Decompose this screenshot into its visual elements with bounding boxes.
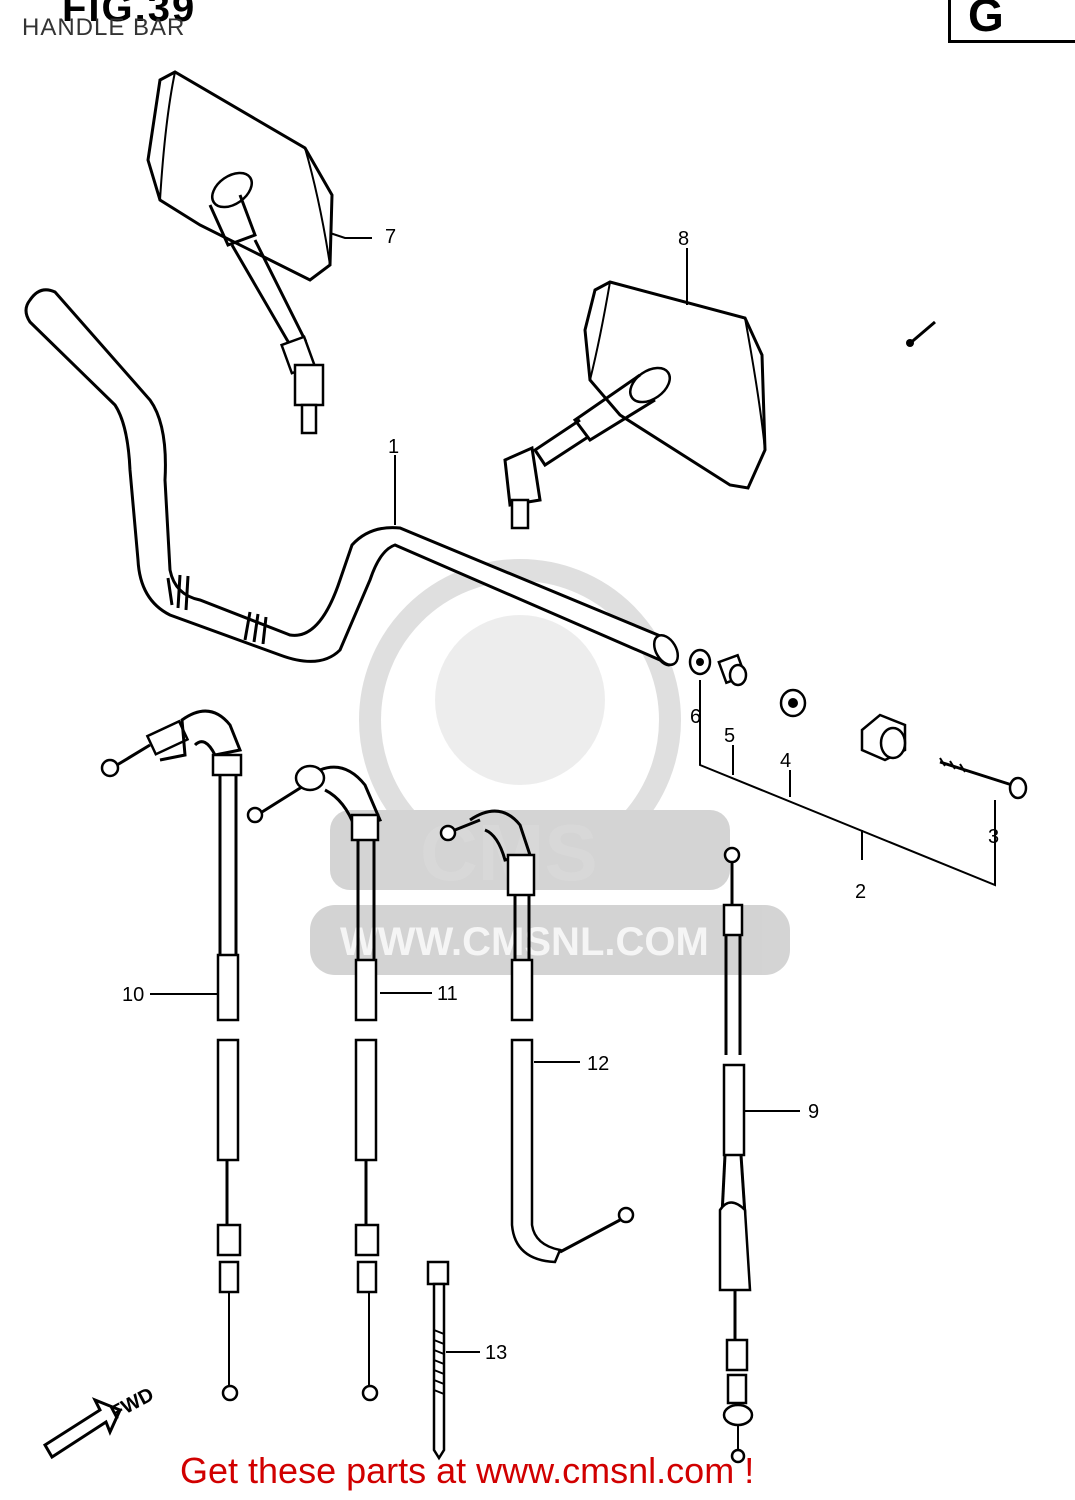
callout-9: 9 [808, 1101, 819, 1123]
handlebar [24, 288, 680, 667]
footer-parts-link[interactable]: Get these parts at www.cmsnl.com ! [180, 1450, 755, 1491]
forward-arrow: FWD [42, 1384, 158, 1460]
mirror-right [503, 280, 767, 530]
throttle-cable-11 [246, 764, 383, 1402]
rubber-cushion-6 [688, 648, 712, 676]
section-code: G [968, 0, 1004, 41]
clutch-cable-9 [718, 846, 754, 1464]
callout-7: 7 [385, 226, 396, 248]
callout-1: 1 [388, 436, 399, 458]
bushing-5 [717, 653, 748, 687]
callout-4: 4 [780, 750, 791, 772]
callout-8: 8 [678, 228, 689, 250]
cms-watermark: CMS WWW.CMSNL.COM [310, 559, 790, 975]
callout-13: 13 [485, 1342, 507, 1364]
bolt-3 [939, 757, 1028, 800]
callout-6: 6 [690, 706, 701, 728]
callout-3: 3 [988, 826, 999, 848]
callout-5: 5 [724, 725, 735, 747]
figure-label: FIG.39 [62, 0, 197, 30]
diagram-subtitle: HANDLE BAR [22, 14, 186, 41]
choke-cable-12 [439, 809, 635, 1264]
small-screw [906, 320, 936, 347]
nut-4 [779, 688, 807, 718]
section-box [948, 0, 1075, 43]
mirror-left [146, 70, 334, 435]
callout-10: 10 [122, 984, 144, 1006]
cable-tie-13 [426, 1260, 450, 1461]
holder-spacer [860, 713, 907, 762]
fwd-label: FWD [107, 1384, 158, 1425]
callout-12: 12 [587, 1053, 609, 1075]
callout-2: 2 [855, 881, 866, 903]
throttle-cable-10 [100, 709, 243, 1402]
watermark-url-text: WWW.CMSNL.COM [340, 920, 709, 964]
callout-11: 11 [437, 983, 458, 1005]
